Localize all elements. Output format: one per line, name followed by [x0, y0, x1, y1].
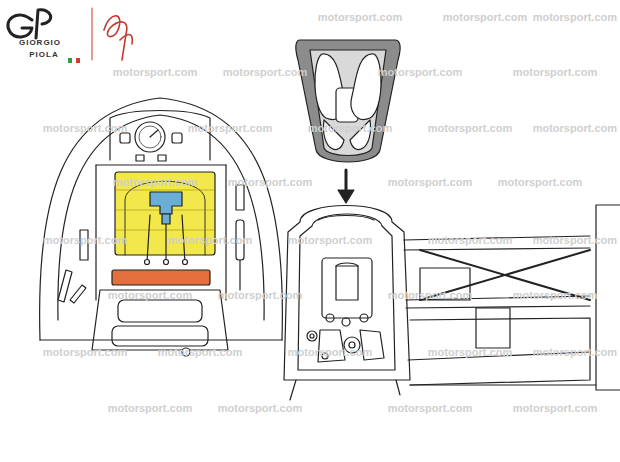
watermark: motorsport.com: [288, 234, 372, 246]
watermark: motorsport.com: [428, 122, 512, 134]
watermark: motorsport.com: [288, 346, 372, 358]
watermark: motorsport.com: [308, 122, 392, 134]
watermark: motorsport.com: [443, 11, 527, 23]
chassis-front: [284, 205, 620, 400]
watermark: motorsport.com: [108, 402, 192, 414]
watermark: motorsport.com: [158, 346, 242, 358]
watermark: motorsport.com: [428, 346, 512, 358]
watermark: motorsport.com: [108, 289, 192, 301]
pedal-plate: [296, 40, 400, 162]
logo-text: PIOLA: [29, 50, 58, 59]
watermark: motorsport.com: [113, 176, 197, 188]
watermark: motorsport.com: [513, 402, 597, 414]
logo-mark: [8, 8, 92, 63]
watermark: motorsport.com: [388, 176, 472, 188]
watermark: motorsport.com: [378, 66, 462, 78]
watermark: motorsport.com: [513, 66, 597, 78]
watermark: motorsport.com: [513, 289, 597, 301]
watermark: motorsport.com: [43, 122, 127, 134]
watermark: motorsport.com: [318, 11, 402, 23]
watermark: motorsport.com: [188, 122, 272, 134]
watermark: motorsport.com: [43, 346, 127, 358]
watermark: motorsport.com: [533, 234, 617, 246]
watermark: motorsport.com: [168, 234, 252, 246]
signature: [104, 16, 132, 60]
watermark: motorsport.com: [43, 234, 127, 246]
cockpit-view: [40, 98, 283, 356]
watermark: motorsport.com: [228, 176, 312, 188]
watermark: motorsport.com: [388, 289, 472, 301]
logo-text: GIORGIO: [19, 38, 61, 47]
watermark: motorsport.com: [223, 66, 307, 78]
watermark: motorsport.com: [533, 122, 617, 134]
watermark: motorsport.com: [388, 402, 472, 414]
watermark: motorsport.com: [113, 66, 197, 78]
watermark: motorsport.com: [498, 176, 582, 188]
watermark: motorsport.com: [533, 11, 617, 23]
arrow: [338, 170, 354, 203]
watermark: motorsport.com: [428, 234, 512, 246]
watermark: motorsport.com: [218, 402, 302, 414]
watermark: motorsport.com: [533, 346, 617, 358]
watermark: motorsport.com: [218, 289, 302, 301]
